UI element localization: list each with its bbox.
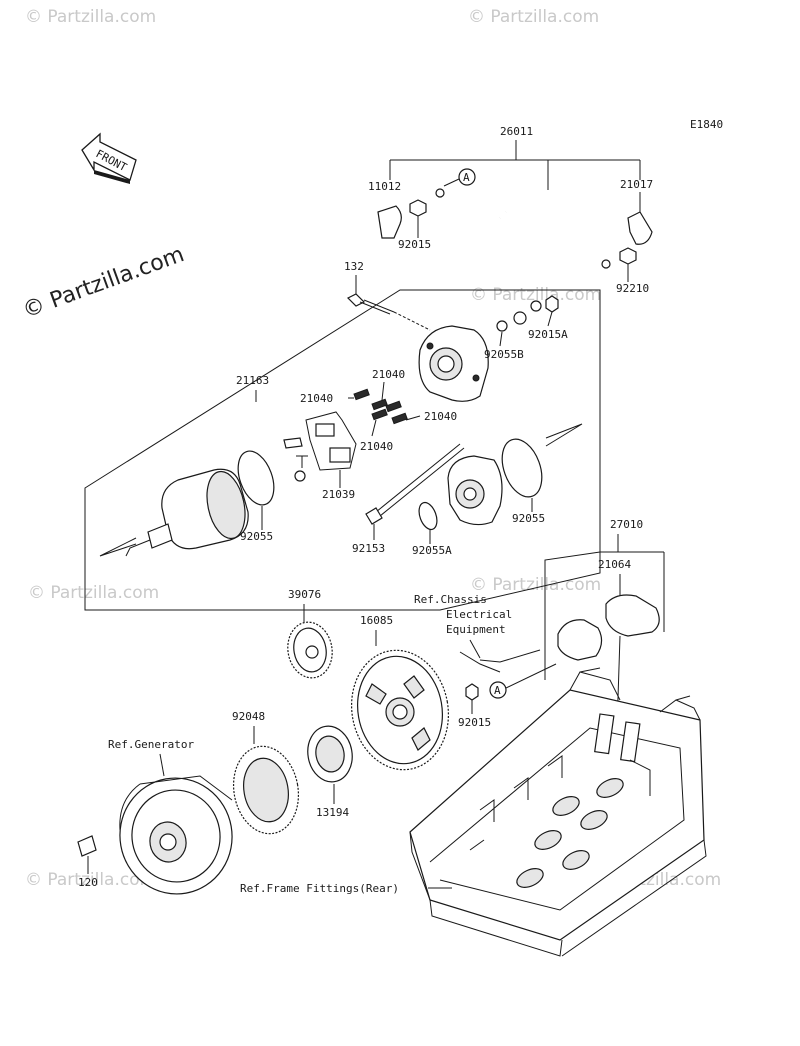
part-label-92015-top: 92015 [398, 238, 431, 251]
ref-chassis-line2: Electrical [446, 608, 512, 621]
generator-group: Ref.Generator 120 [77, 738, 233, 895]
starter-relay [557, 619, 603, 661]
part-label-92055-left: 92055 [240, 530, 273, 543]
part-label-120: 120 [78, 876, 98, 889]
part-label-27010: 27010 [610, 518, 643, 531]
part-label-21039: 21039 [322, 488, 355, 501]
brush-holder-a [315, 423, 335, 437]
watermarks: © Partzilla.com © Partzilla.com © Partzi… [25, 7, 721, 890]
part-label-21040-d: 21040 [360, 440, 393, 453]
terminal-boot-21017 [627, 211, 653, 245]
part-label-39076: 39076 [288, 588, 321, 601]
o-ring-92055-left [237, 450, 275, 506]
part-label-11012: 11012 [368, 180, 401, 193]
nut-92015 [409, 199, 427, 217]
watermark: © Partzilla.com [468, 7, 599, 27]
relay-cover-21064 [605, 594, 660, 637]
gear-group: 39076 16085 92048 13194 [232, 588, 450, 835]
watermark: © Partzilla.com [470, 575, 601, 595]
part-label-21017: 21017 [620, 178, 653, 191]
part-label-92055-right: 92055 [512, 512, 545, 525]
part-label-92153: 92153 [352, 542, 385, 555]
part-label-21040-c: 21040 [424, 410, 457, 423]
o-ring-92055b [496, 320, 508, 332]
part-label-92055a: 92055A [412, 544, 452, 557]
part-label-21064: 21064 [598, 558, 631, 571]
o-ring-92055a [418, 501, 438, 531]
part-label-92210: 92210 [616, 282, 649, 295]
part-label-16085: 16085 [360, 614, 393, 627]
bolt-120 [77, 835, 97, 857]
washer [513, 311, 527, 325]
watermark: © Partzilla.com [28, 583, 159, 603]
watermark: © Partzilla.com [25, 7, 156, 27]
part-label-92055b: 92055B [484, 348, 524, 361]
part-label-92015a: 92015A [528, 328, 568, 341]
starter-motor-group: 21163 132 92015A 92055B 21040 21040 2104… [84, 260, 601, 611]
ref-frame-fittings: Ref.Frame Fittings(Rear) [240, 882, 399, 895]
front-arrow-icon: FRONT [81, 132, 137, 184]
callout-marker: A [463, 171, 470, 184]
part-label-13194: 13194 [316, 806, 349, 819]
ref-chassis-line1: Ref.Chassis [414, 593, 487, 606]
cable-assembly-group: 26011 11012 21017 92015 A 92210 [368, 125, 653, 295]
part-label-92048: 92048 [232, 710, 265, 723]
part-label-21163: 21163 [236, 374, 269, 387]
watermark: © Partzilla.com [25, 870, 156, 890]
ref-generator: Ref.Generator [108, 738, 194, 751]
nut-92015a [545, 295, 559, 313]
diagram-code: E1840 [690, 118, 723, 131]
brush-holder-b [329, 447, 351, 463]
o-ring-92055-right [501, 438, 543, 498]
brand-logo-text: © Partzilla.com [20, 242, 188, 324]
part-label-21040-b: 21040 [300, 392, 333, 405]
nut-92210 [619, 247, 637, 265]
callout-marker-bottom: A [494, 684, 501, 697]
frame-group: Ref.Frame Fittings(Rear) [240, 667, 707, 957]
relay-group: 27010 21064 A 92015 Ref.Chassis Electric… [414, 518, 665, 761]
callout-a-top [458, 168, 476, 186]
part-label-132: 132 [344, 260, 364, 273]
ref-chassis-line3: Equipment [446, 623, 506, 636]
part-label-26011: 26011 [500, 125, 533, 138]
part-label-21040-a: 21040 [372, 368, 405, 381]
nut-92015-lower [465, 683, 479, 701]
terminal-boot-11012 [377, 205, 402, 239]
part-label-92015-lower: 92015 [458, 716, 491, 729]
